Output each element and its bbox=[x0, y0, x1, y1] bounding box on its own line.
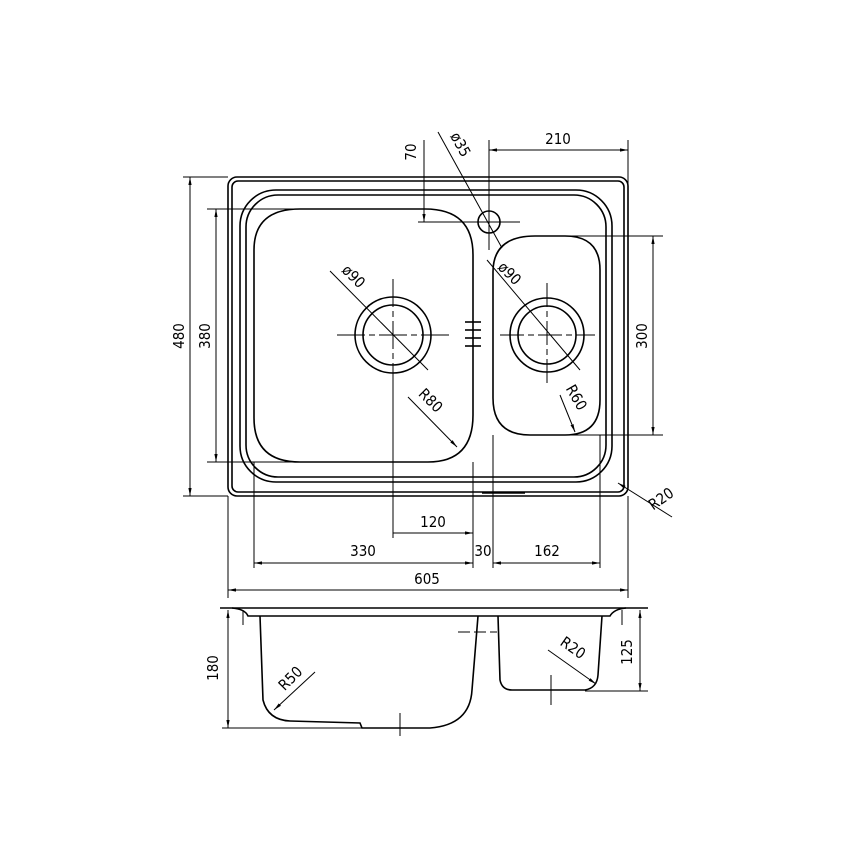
tap-hole bbox=[418, 140, 520, 250]
dim-label-125: 125 bbox=[618, 639, 636, 665]
dim-label-left-d90: ø90 bbox=[338, 261, 369, 292]
dim-drain-offset: 120 bbox=[393, 513, 473, 535]
dim-overall-width: 605 bbox=[228, 570, 628, 592]
right-bowl-profile bbox=[497, 615, 603, 691]
dim-tap-offset-right: 210 bbox=[489, 130, 629, 196]
dim-label-30: 30 bbox=[474, 542, 491, 560]
dim-label-605: 605 bbox=[414, 570, 440, 588]
dim-tap-diameter: ø35 bbox=[437, 129, 503, 249]
dim-corner-radius: R20 bbox=[617, 482, 677, 518]
dim-label-r20: R20 bbox=[645, 484, 677, 514]
dim-tap-offset-top: 70 bbox=[402, 140, 426, 222]
dim-label-120: 120 bbox=[420, 513, 446, 531]
dim-small-bowl-height: 300 bbox=[570, 235, 663, 436]
dim-overall-height: 480 bbox=[170, 176, 228, 497]
outer-rim bbox=[227, 176, 629, 497]
dim-label-300: 300 bbox=[633, 323, 651, 349]
dim-label-side-r20: R20 bbox=[557, 633, 589, 663]
dim-label-480: 480 bbox=[170, 323, 188, 349]
top-view: 480 380 300 210 70 ø35 bbox=[170, 129, 677, 598]
dim-label-r80: R80 bbox=[415, 385, 446, 416]
dim-label-380: 380 bbox=[196, 323, 214, 349]
dim-label-180: 180 bbox=[204, 655, 222, 681]
dim-left-bottom-radius: R50 bbox=[273, 663, 316, 711]
dim-right-bottom-radius: R20 bbox=[547, 633, 597, 685]
dim-label-330: 330 bbox=[350, 542, 376, 560]
dim-left-depth: 180 bbox=[204, 610, 430, 729]
dim-left-bowl-radius: R80 bbox=[407, 385, 458, 448]
bowl-surround bbox=[239, 189, 613, 483]
dim-label-right-d90: ø90 bbox=[494, 258, 525, 289]
dim-left-drain: ø90 bbox=[329, 261, 429, 371]
side-view: 180 125 R50 R20 bbox=[204, 607, 648, 736]
dim-label-r50: R50 bbox=[275, 663, 306, 694]
extension-lines bbox=[227, 373, 629, 598]
dim-right-depth: 125 bbox=[585, 610, 648, 692]
dim-right-bowl-radius: R60 bbox=[559, 382, 591, 433]
outer-rim-inner bbox=[231, 180, 625, 493]
dim-label-210: 210 bbox=[545, 130, 571, 148]
dim-label-162: 162 bbox=[534, 542, 560, 560]
dim-bowl-height: 380 bbox=[196, 208, 300, 463]
right-bowl bbox=[492, 235, 601, 436]
bowl-surround-inner bbox=[245, 194, 607, 478]
right-drain bbox=[500, 283, 595, 387]
overflow-slots bbox=[465, 321, 481, 347]
dim-label-70: 70 bbox=[402, 143, 420, 160]
left-bowl bbox=[253, 208, 474, 463]
dim-bowl-widths: 330 30 162 bbox=[254, 542, 600, 565]
dim-label-r60: R60 bbox=[562, 382, 591, 414]
